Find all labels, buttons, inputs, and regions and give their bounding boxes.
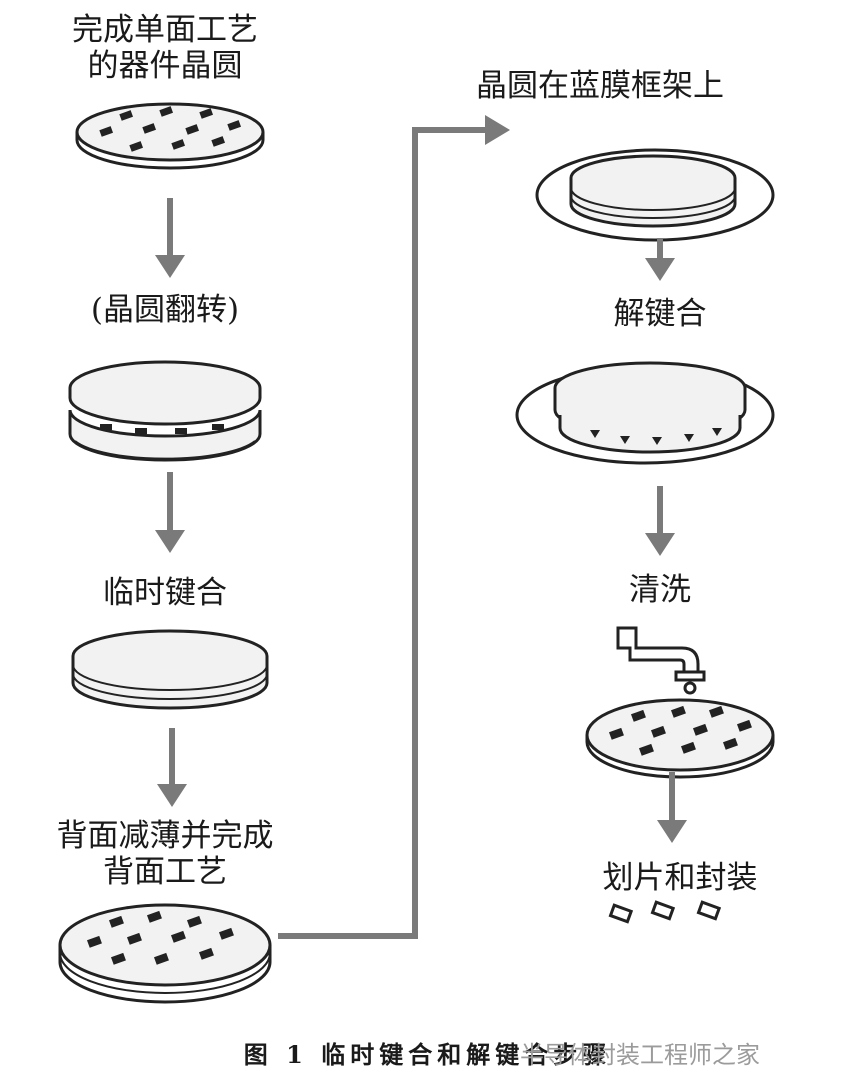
step-label-debonding: 解键合 <box>560 296 760 332</box>
step-label-wafer-on-blue-tape: 晶圆在蓝膜框架上 <box>440 68 760 104</box>
step-label-line: 背面减薄并完成 <box>56 818 274 854</box>
debonding-wafer-icon <box>515 361 775 465</box>
step-label-complete-single-side: 完成单面工艺 的器件晶圆 <box>40 12 290 84</box>
bonded-stack-icon <box>71 629 269 710</box>
step-label-line: (晶圆翻转) <box>90 292 240 328</box>
wafer-on-frame-icon <box>535 148 775 242</box>
step-label-wafer-flip: (晶圆翻转) <box>40 292 290 328</box>
cleaned-wafer-icon <box>585 698 775 779</box>
step-label-backside-thinning: 背面减薄并完成 背面工艺 <box>20 818 310 890</box>
step-label-line: 清洗 <box>629 572 691 608</box>
step-label-line: 解键合 <box>613 296 707 332</box>
device-wafer-icon <box>75 102 265 170</box>
step-label-line: 背面工艺 <box>103 854 227 890</box>
watermark-text: 半导体封装工程师之家 <box>520 1041 760 1069</box>
step-label-line: 划片和封装 <box>602 860 758 896</box>
connector-arrow-icon <box>278 127 490 939</box>
step-label-line: 临时键合 <box>103 575 227 611</box>
thinned-wafer-icon <box>58 903 272 1004</box>
step-label-line: 的器件晶圆 <box>87 48 243 84</box>
step-label-line: 完成单面工艺 <box>72 12 258 48</box>
step-label-cleaning: 清洗 <box>570 572 750 608</box>
diced-chips-icon <box>608 900 722 924</box>
faucet-icon <box>616 626 706 695</box>
step-label-temporary-bonding: 临时键合 <box>40 575 290 611</box>
step-label-line: 晶圆在蓝膜框架上 <box>476 68 724 104</box>
step-label-dicing-packaging: 划片和封装 <box>560 860 800 896</box>
figure-caption: 图 1 临时键合和解键合步骤 <box>243 1040 612 1069</box>
flipped-wafer-icon <box>68 360 262 462</box>
